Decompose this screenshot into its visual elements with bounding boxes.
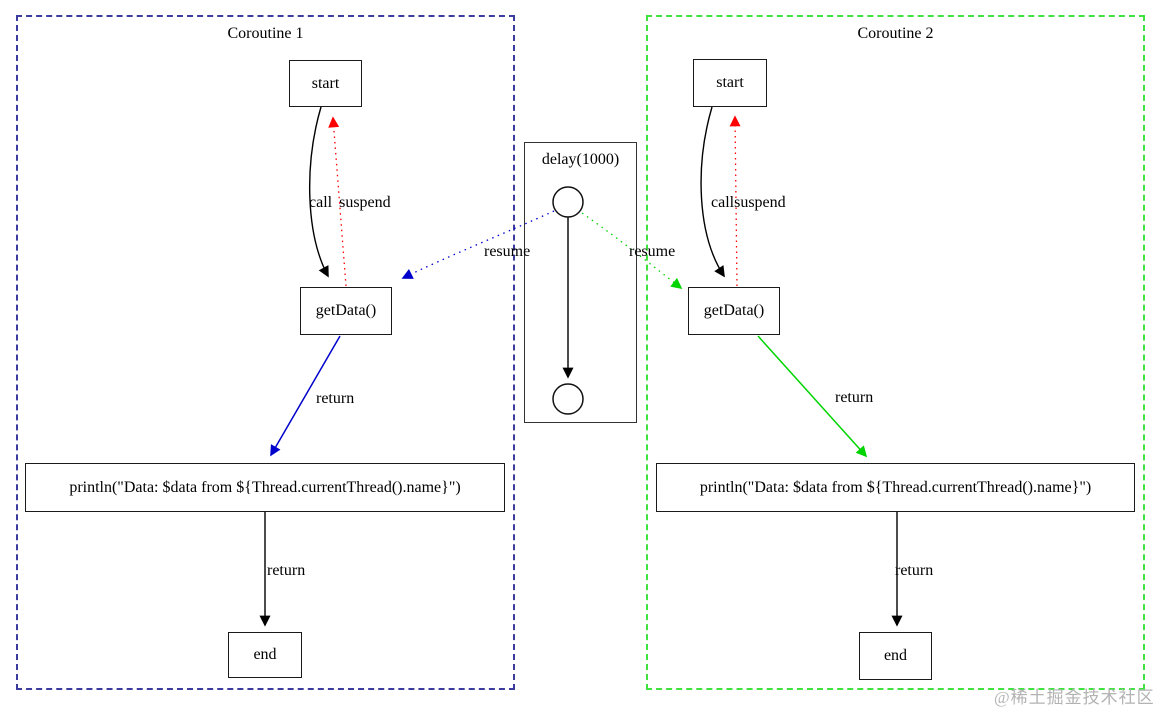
edge-label-call-1: call bbox=[309, 194, 333, 211]
edge-label-call-suspend-1: call suspend bbox=[309, 195, 391, 211]
edge-label-return-end-1: return bbox=[267, 562, 306, 579]
cluster-coroutine1-title: Coroutine 1 bbox=[227, 25, 304, 42]
edge-label-suspend-1: suspend bbox=[339, 194, 391, 211]
edge-call-1 bbox=[308, 106, 329, 278]
delay-scheduler-frame bbox=[524, 142, 637, 423]
delay-state-top-circle bbox=[552, 186, 584, 218]
edge-label-resume-2: resume bbox=[629, 243, 676, 260]
edge-label-return-println-1: return bbox=[316, 390, 355, 407]
delay-label: delay(1000) bbox=[541, 151, 620, 168]
watermark-text: @稀土掘金技术社区 bbox=[994, 688, 1155, 707]
node-start-1: start bbox=[289, 60, 362, 107]
edge-suspend-2 bbox=[729, 115, 741, 287]
edge-return-println-2 bbox=[757, 335, 868, 458]
node-println-1: println("Data: $data from ${Thread.curre… bbox=[25, 463, 505, 512]
node-println-2: println("Data: $data from ${Thread.curre… bbox=[656, 463, 1135, 512]
cluster-coroutine1-frame bbox=[16, 15, 515, 690]
node-end-1: end bbox=[228, 632, 302, 678]
edge-resume-1 bbox=[401, 210, 555, 279]
node-getdata-1: getData() bbox=[300, 287, 392, 335]
edge-label-return-end-2: return bbox=[895, 562, 934, 579]
edge-call-2 bbox=[700, 106, 725, 278]
delay-state-bottom-circle bbox=[552, 383, 584, 415]
edge-label-return-println-2: return bbox=[835, 389, 874, 406]
node-end-2: end bbox=[859, 632, 932, 680]
edge-return-println-1 bbox=[270, 335, 341, 457]
cluster-coroutine2-frame bbox=[646, 15, 1145, 690]
edge-label-call-suspend-2: call suspend bbox=[711, 195, 786, 211]
edge-label-resume-1: resume bbox=[484, 243, 531, 260]
node-start-2: start bbox=[693, 59, 767, 107]
node-getdata-2: getData() bbox=[688, 287, 780, 335]
edge-suspend-1 bbox=[328, 116, 347, 287]
cluster-coroutine2-title: Coroutine 2 bbox=[857, 25, 934, 42]
edge-label-call-2: call bbox=[711, 194, 735, 211]
edge-label-suspend-2: suspend bbox=[734, 194, 786, 211]
